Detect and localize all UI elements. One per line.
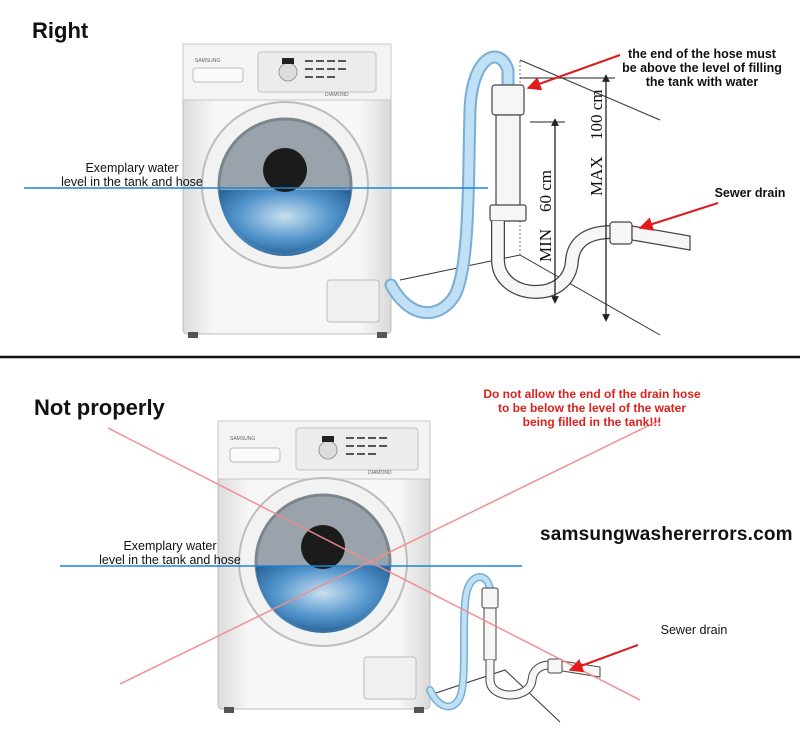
drum-center [263,148,307,192]
right-heading: Right [32,18,89,43]
website-label: samsungwashererrors.com [540,524,793,545]
display-screen [282,58,294,64]
sewer-arrow-bottom [568,644,639,673]
filter-cover [326,279,380,323]
right-section: SAMSUNG DIAMOND [24,43,719,338]
water-in-drum-bottom [256,566,390,633]
warning-text: Do not allow the end of the drain hose t… [483,387,701,429]
wrong-cross [107,419,661,701]
dim-100-label: 100 cm [587,89,606,140]
dim-min-label: MIN [536,229,555,262]
sewer-arrow-top [638,202,719,231]
not-properly-heading: Not properly [34,395,165,420]
floor-outline-bottom [429,669,561,723]
washing-machine: SAMSUNG DIAMOND [182,43,392,338]
hose-end-note: the end of the hose must be above the le… [622,47,782,89]
brand-logo-bottom: SAMSUNG [230,436,255,442]
water-level-label-top: Exemplary water level in the tank and ho… [61,161,203,189]
control-panel [257,51,377,93]
water-in-drum [219,190,351,256]
standpipe [489,84,691,299]
dimension-min [530,118,565,304]
drain-hose [384,50,515,319]
dim-max-label: MAX [587,156,606,196]
standpipe-bottom [481,587,601,700]
water-level-label-bottom: Exemplary water level in the tank and ho… [99,539,241,567]
sewer-label-top: Sewer drain [714,186,786,200]
drain-hose-bottom [426,573,494,711]
wrong-section: SAMSUNG DIAMOND [60,419,661,723]
sewer-label-bottom: Sewer drain [660,623,728,637]
model-name-bottom: DIAMOND [368,470,392,476]
brand-logo: SAMSUNG [195,58,220,64]
program-dial [278,62,298,82]
hose-end-arrow [526,54,621,91]
detergent-drawer [192,67,244,83]
washing-machine-bottom: SAMSUNG DIAMOND [217,420,431,713]
model-name: DIAMOND [325,92,349,98]
dim-60-label: 60 cm [536,170,555,212]
